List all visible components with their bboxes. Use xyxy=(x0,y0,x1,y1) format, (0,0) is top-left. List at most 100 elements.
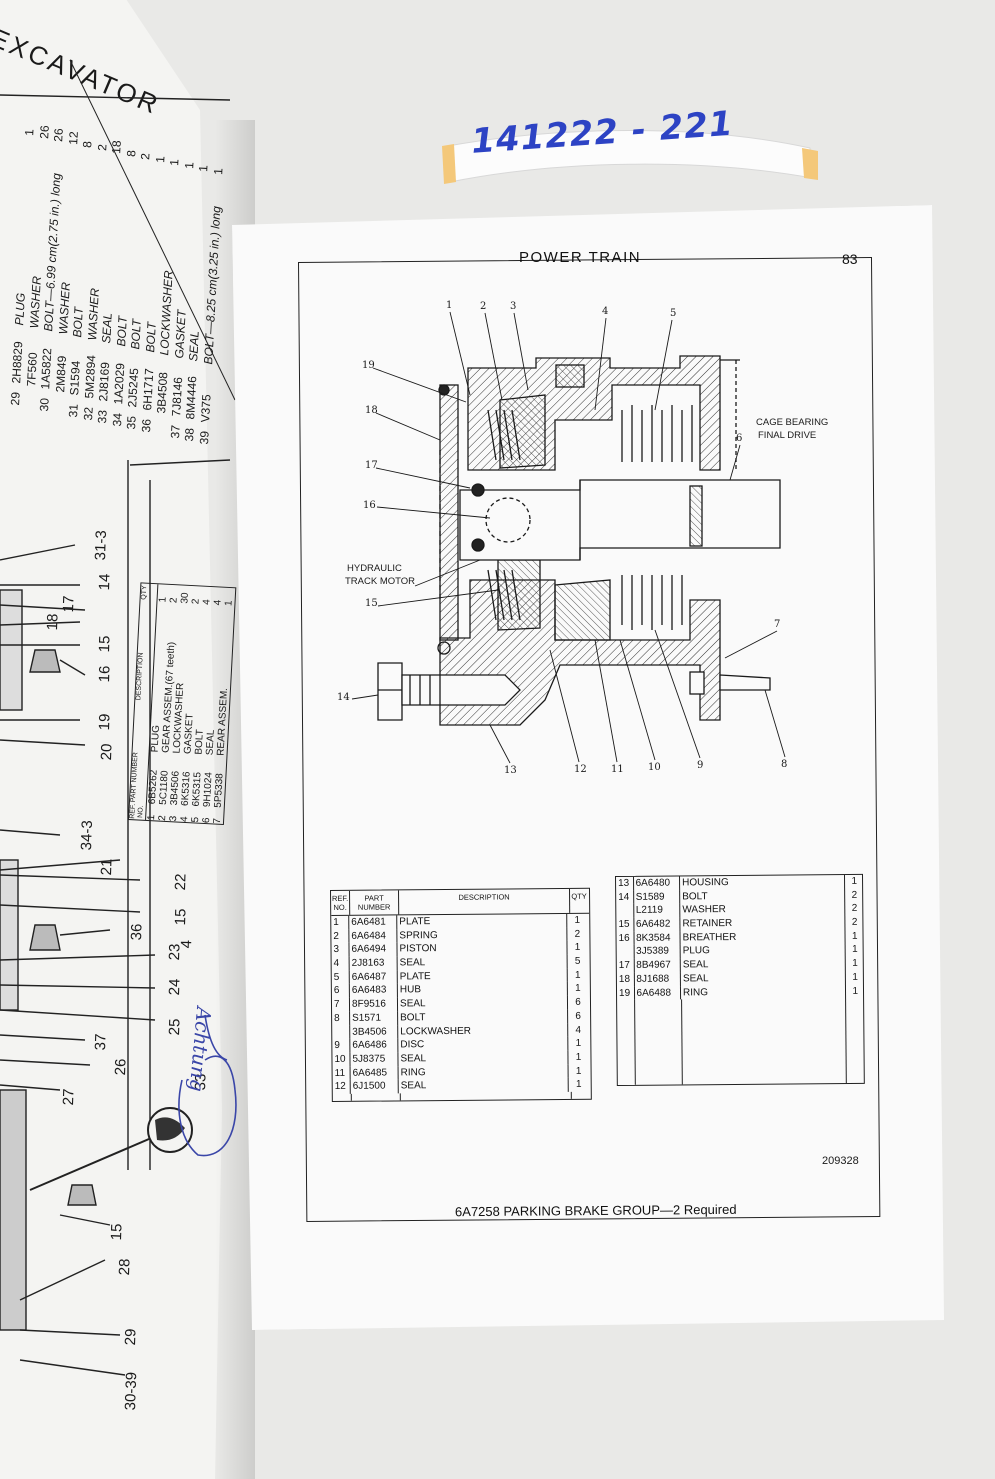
table-cell-desc: BREATHER xyxy=(680,929,846,945)
table-cell-desc: SEAL xyxy=(680,970,846,986)
table-cell-part: 6A6483 xyxy=(349,983,398,998)
table-header-ref: REF. NO. xyxy=(331,890,351,915)
table-cell-ref: 8 xyxy=(332,1011,351,1026)
table-cell-qty: 2 xyxy=(851,889,858,901)
table-cell-ref: 12 xyxy=(332,1080,351,1094)
table-cell-desc: SEAL xyxy=(680,957,846,973)
table-cell-qty: 6 xyxy=(575,996,581,1008)
table-cell-qty: 2 xyxy=(851,916,858,928)
table-cell-part: 6J1500 xyxy=(350,1079,399,1094)
table-cell-ref: 13 xyxy=(616,876,634,891)
table-cell-part: 6A6482 xyxy=(633,917,681,932)
table-cell-ref: 11 xyxy=(332,1066,351,1081)
diagram-callout-19: 19 xyxy=(362,360,375,371)
table-cell-desc: BOLT xyxy=(398,1009,569,1025)
table-cell-qty: 5 xyxy=(574,955,581,967)
table-cell-desc: HOUSING xyxy=(680,874,845,891)
table-cell-ref: 2 xyxy=(331,929,350,944)
diagram-callout-13: 13 xyxy=(504,765,517,776)
table-cell-ref xyxy=(616,904,634,919)
table-cell-ref: 7 xyxy=(331,997,351,1012)
table-cell-qty: 1 xyxy=(574,914,581,926)
diagram-callout-17: 17 xyxy=(365,460,378,471)
table-cell-part: 8B4967 xyxy=(634,958,681,973)
table-cell-desc: PLATE xyxy=(397,968,568,984)
diagram-callout-4: 4 xyxy=(602,306,609,317)
table-cell-ref: 4 xyxy=(331,956,350,971)
table-cell-desc: SEAL xyxy=(398,1050,569,1066)
table-cell-qty: 1 xyxy=(851,875,858,887)
table-cell-desc: WASHER xyxy=(680,902,845,918)
diagram-callout-16: 16 xyxy=(363,500,376,511)
table-cell-part: 8K3584 xyxy=(633,931,681,946)
diagram-callout-14: 14 xyxy=(337,692,350,703)
table-cell-part: 8J1688 xyxy=(634,972,681,987)
table-cell-part: 6A6487 xyxy=(349,970,398,985)
table-cell-qty: 1 xyxy=(851,930,858,942)
table-cell-ref: 5 xyxy=(331,970,350,985)
table-cell-qty: 6 xyxy=(575,1010,581,1022)
table-cell-desc: SEAL xyxy=(397,954,568,971)
table-cell-part: S1571 xyxy=(350,1011,399,1026)
table-cell-ref: 9 xyxy=(332,1039,351,1053)
label-cage-bearing: CAGE BEARING xyxy=(756,417,829,428)
label-track-motor: TRACK MOTOR xyxy=(345,576,416,587)
table-cell-ref xyxy=(616,945,635,960)
table-cell-desc: RING xyxy=(680,984,846,1000)
table-cell-qty: 2 xyxy=(851,903,858,915)
table-cell-desc: PLUG xyxy=(680,943,846,959)
table-cell-qty: 1 xyxy=(575,1051,582,1063)
detail-circle xyxy=(147,1107,193,1153)
table-cell-part: 5J8375 xyxy=(350,1052,399,1067)
diagram-callout-7: 7 xyxy=(774,619,781,630)
label-hydraulic: HYDRAULIC xyxy=(347,563,402,574)
table-cell-desc: SEAL xyxy=(398,1078,569,1094)
table-cell-desc: PISTON xyxy=(397,941,568,957)
table-cell-part: 3J5389 xyxy=(634,944,681,959)
diagram-callout-1: 1 xyxy=(446,300,453,311)
table-header-desc: DESCRIPTION xyxy=(399,888,571,915)
table-cell-part: 2J8163 xyxy=(349,956,398,971)
table-cell-qty: 1 xyxy=(575,1065,582,1077)
table-cell-part: 6A6480 xyxy=(633,876,681,891)
table-header-part: PART NUMBER xyxy=(350,890,400,915)
table-cell-part: 6A6486 xyxy=(350,1038,399,1053)
page-header: POWER TRAIN xyxy=(519,249,642,266)
table-cell-qty: 1 xyxy=(852,958,858,970)
table-cell-ref: 17 xyxy=(616,958,635,973)
handwritten-note xyxy=(178,1014,237,1157)
table-cell-qty: 1 xyxy=(852,971,858,983)
diagram-callout-5: 5 xyxy=(670,308,677,319)
table-cell-desc: DISC xyxy=(398,1037,569,1053)
table-cell-ref: 19 xyxy=(616,986,635,1001)
table-cell-desc: SPRING xyxy=(397,927,568,943)
table-cell-qty: 1 xyxy=(852,985,859,997)
table-cell-ref: 3 xyxy=(331,943,350,958)
table-cell-desc: RETAINER xyxy=(680,916,845,932)
table-cell-qty: 1 xyxy=(575,983,581,995)
table-cell-qty: 1 xyxy=(575,1079,582,1091)
table-cell-part: 6A6488 xyxy=(634,985,682,1001)
table-cell-desc: HUB xyxy=(397,982,568,998)
diagram-callout-9: 9 xyxy=(697,760,704,771)
inventory-sticker xyxy=(442,130,818,184)
label-final-drive: FINAL DRIVE xyxy=(758,430,817,441)
diagram-callout-10: 10 xyxy=(648,762,661,773)
table-cell-ref xyxy=(332,1025,351,1040)
figure-caption: 6A7258 PARKING BRAKE GROUP—2 Required xyxy=(454,1201,737,1220)
table-cell-qty: 1 xyxy=(575,1038,582,1050)
table-cell-ref: 14 xyxy=(616,890,634,905)
table-cell-qty: 1 xyxy=(852,944,858,956)
diagram-callout-3: 3 xyxy=(510,301,517,312)
left-page xyxy=(0,0,222,1479)
figure-number: 209328 xyxy=(822,1155,859,1167)
table-header-qty: QTY xyxy=(571,891,587,901)
diagram-callout-6: 6 xyxy=(736,433,743,444)
diagram-callout-15: 15 xyxy=(365,598,378,609)
table-cell-desc: LOCKWASHER xyxy=(398,1023,569,1039)
table-cell-part: S1589 xyxy=(633,890,681,905)
